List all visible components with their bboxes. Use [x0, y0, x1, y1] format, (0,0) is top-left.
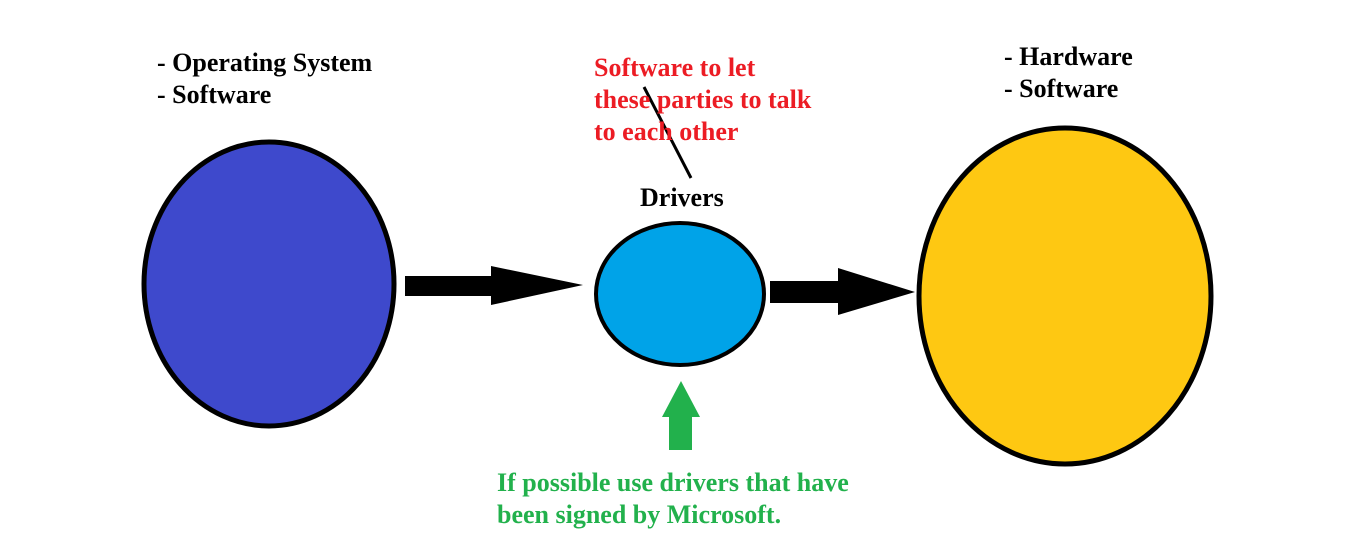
os-software-node	[141, 139, 397, 429]
drivers-label: Drivers	[640, 183, 724, 212]
note-pointer-line	[642, 86, 693, 179]
os-software-label-line-1: - Operating System	[157, 48, 373, 77]
arrow-drivers-to-hardware	[770, 268, 915, 315]
hardware-software-node	[916, 125, 1214, 467]
up-arrow-shaft	[669, 416, 692, 450]
arrow-os-to-drivers-head	[491, 266, 583, 305]
signed-drivers-note-line-1: If possible use drivers that have	[497, 468, 849, 497]
signed-drivers-note: If possible use drivers that have been s…	[497, 467, 849, 531]
os-software-label-line-2: - Software	[157, 80, 272, 109]
drivers-purpose-note: Software to let these parties to talk to…	[594, 52, 811, 148]
signed-drivers-note-line-2: been signed by Microsoft.	[497, 500, 782, 529]
drivers-node	[594, 221, 766, 367]
drivers-purpose-note-line-2: these parties to talk	[594, 85, 812, 114]
drivers-purpose-note-line-1: Software to let	[594, 53, 756, 82]
up-arrow-head	[662, 381, 700, 417]
arrow-drivers-to-hardware-shaft	[770, 281, 840, 303]
arrow-drivers-to-hardware-head	[838, 268, 915, 315]
arrow-os-to-drivers	[405, 266, 583, 305]
os-software-label: - Operating System - Software	[157, 47, 372, 111]
hardware-software-label: - Hardware - Software	[1004, 41, 1133, 105]
drivers-purpose-note-line-3: to each other	[594, 117, 739, 146]
hardware-software-label-line-1: - Hardware	[1004, 42, 1133, 71]
hardware-software-label-line-2: - Software	[1004, 74, 1119, 103]
arrow-os-to-drivers-shaft	[405, 276, 495, 296]
up-arrow	[662, 381, 700, 450]
